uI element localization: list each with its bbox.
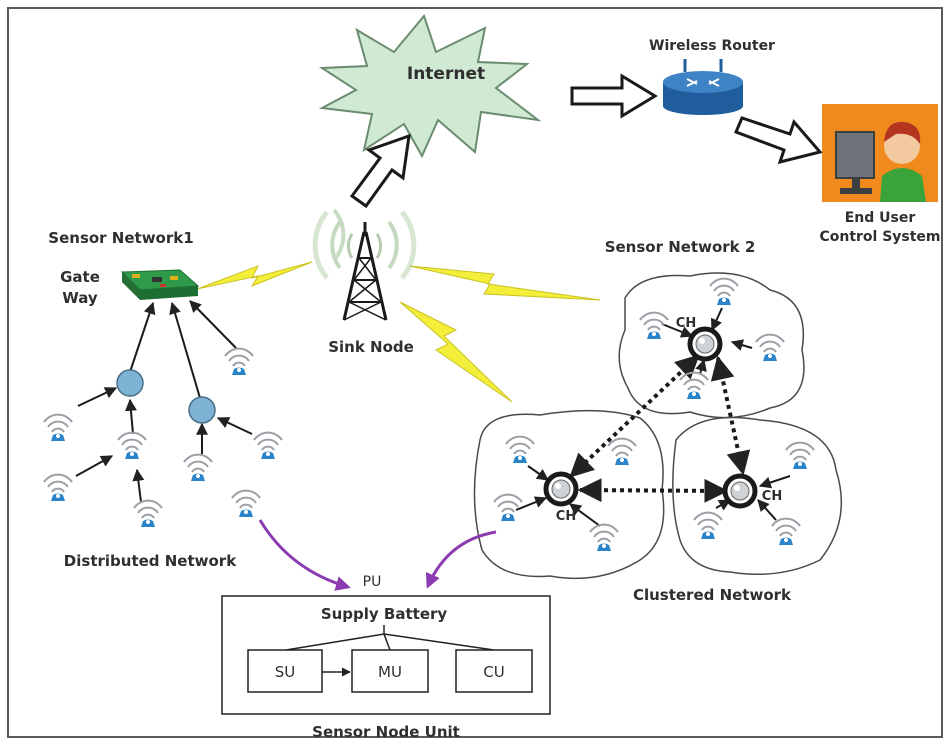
internet-label: Internet: [407, 64, 485, 84]
outer-frame: [7, 7, 943, 738]
distributed-network-label: Distributed Network: [64, 552, 237, 570]
cluster-boundary-left: [473, 409, 665, 580]
cluster-head-links: [569, 354, 751, 503]
sensor-node-icon: [693, 511, 723, 540]
sensor-node-icon: [607, 437, 637, 466]
distributed-sensor-nodes: [43, 347, 283, 528]
sensor-node-icon: [639, 311, 669, 340]
pu-label: PU: [363, 574, 382, 590]
distributed-network-links: [75, 300, 253, 503]
sensor-node-icon: [43, 413, 73, 442]
sensor-node-icon: [771, 517, 801, 546]
relay-node-icon: [116, 369, 216, 424]
sensor-node-icon: [43, 473, 73, 502]
sensor-network2-label: Sensor Network 2: [605, 238, 756, 256]
gateway-board-icon: [120, 269, 200, 300]
sensor-node-icon: [785, 441, 815, 470]
sink-node-label: Sink Node: [328, 338, 414, 356]
internet-burst-icon: [318, 13, 542, 159]
sensor-node-icon: [589, 523, 619, 552]
cu-box: [455, 649, 533, 693]
sensor-node-icon: [679, 371, 709, 400]
sink-tower-icon: [312, 208, 417, 321]
gateway-label-line1: Gate: [60, 268, 100, 286]
sensor-network1-label: Sensor Network1: [48, 229, 193, 247]
cluster-member-links: [515, 307, 791, 527]
supply-battery-label: Supply Battery: [321, 605, 448, 623]
arrow-router-to-user: [734, 116, 823, 165]
purple-link-arrows: [258, 519, 497, 591]
cu-label: CU: [483, 663, 504, 681]
sensor-node-icon: [231, 489, 261, 518]
clustered-network-label: Clustered Network: [633, 586, 792, 604]
ch-label-left: CH: [556, 509, 576, 524]
sensor-node-icon: [117, 431, 147, 460]
wireless-router-icon: [663, 59, 743, 115]
sensor-node-icon: [755, 333, 785, 362]
arrow-sink-to-internet: [349, 133, 411, 209]
sensor-node-icon: [183, 453, 213, 482]
mu-label: MU: [378, 663, 402, 681]
ch-label-right: CH: [762, 489, 782, 504]
cluster-boundary-right: [672, 416, 843, 576]
end-user-label-line2: Control System: [819, 229, 940, 245]
battery-distribution-lines: [285, 625, 495, 677]
su-box: [247, 649, 323, 693]
sensor-node-icon: [224, 347, 254, 376]
sensor-node-icon: [253, 431, 283, 460]
wireless-router-label: Wireless Router: [649, 38, 775, 54]
gateway-label-line2: Way: [62, 289, 98, 307]
arrow-internet-to-router: [570, 73, 658, 119]
end-user-icon: [822, 104, 938, 202]
sensor-node-unit-label: Sensor Node Unit: [312, 723, 460, 741]
ch-label-top: CH: [676, 316, 696, 331]
mu-box: [351, 649, 429, 693]
sensor-node-icon: [505, 435, 535, 464]
sensor-node-icon: [493, 493, 523, 522]
su-label: SU: [275, 663, 296, 681]
end-user-label-line1: End User: [845, 210, 916, 226]
lightning-link-icon: [196, 261, 601, 403]
sensor-node-icon: [709, 277, 739, 306]
sensor-node-icon: [133, 499, 163, 528]
